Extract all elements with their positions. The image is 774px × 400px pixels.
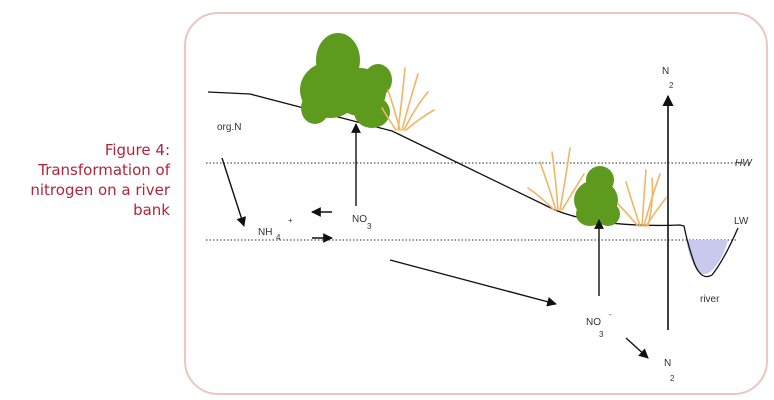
figure-caption: Figure 4: Transformation of nitrogen on … xyxy=(20,140,170,220)
tree-large-icon xyxy=(300,33,392,128)
caption-line-1: Figure 4: xyxy=(104,141,170,159)
label-no3-sub: 3 xyxy=(367,222,372,231)
arrow-no3-leaching xyxy=(389,259,557,307)
label-no3-minus-sup: - xyxy=(609,310,612,319)
label-lw: LW xyxy=(734,216,749,227)
label-nh4: NH xyxy=(258,227,272,238)
diagram-frame xyxy=(184,12,768,395)
label-n2-top-sub: 2 xyxy=(669,81,674,90)
arrow-denitrification xyxy=(625,337,649,359)
grass-tuft-right-icon xyxy=(617,169,667,227)
caption-line-3: nitrogen on a river xyxy=(30,181,170,199)
label-no3: NO xyxy=(352,214,367,225)
label-nh4-sup: + xyxy=(288,216,293,225)
label-org-n: org.N xyxy=(217,122,241,133)
label-no3-minus-sub: 3 xyxy=(599,330,604,339)
tree-small-icon xyxy=(574,166,620,226)
grass-tuft-middle-icon xyxy=(527,147,585,211)
label-n2-bottom-sub: 2 xyxy=(670,374,675,383)
ground-profile xyxy=(207,91,739,278)
arrow-orgn-to-nh4 xyxy=(221,157,246,227)
label-nh4-sub: 4 xyxy=(276,233,281,242)
label-hw: HW xyxy=(735,158,753,169)
label-no3-minus: NO xyxy=(586,317,601,328)
label-n2-top: N xyxy=(662,66,669,77)
river-water xyxy=(686,240,728,274)
caption-line-4: bank xyxy=(133,201,170,219)
label-river: river xyxy=(700,294,720,305)
label-n2-bottom: N xyxy=(664,358,671,369)
grass-tuft-upper-icon xyxy=(381,67,435,131)
caption-line-2: Transformation of xyxy=(38,161,170,179)
